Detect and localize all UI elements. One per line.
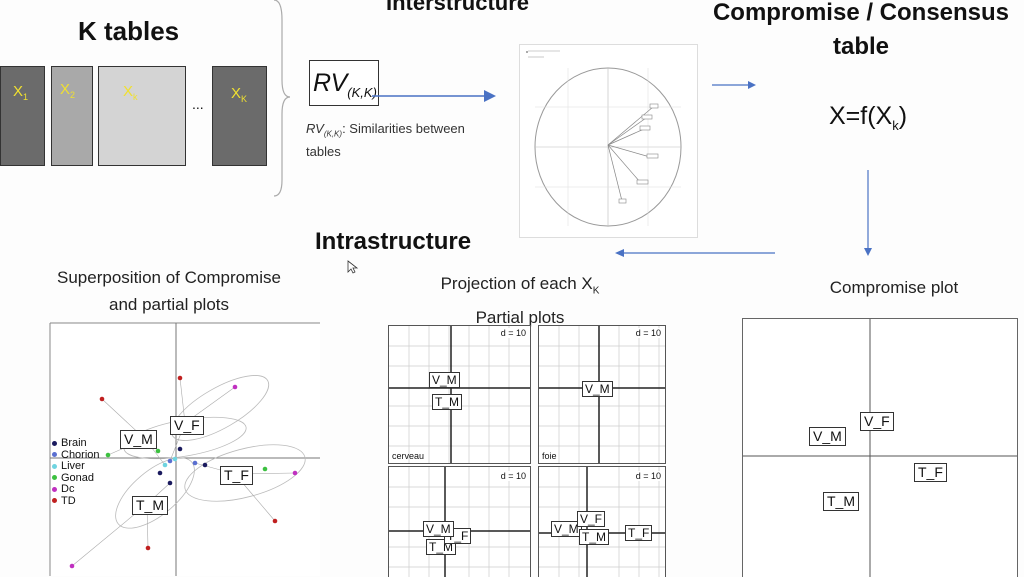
table-xk-label: Xk [123, 83, 138, 102]
partial-plot-3: d = 10 T_M T_F V_M [388, 466, 531, 577]
superposition-plot: V_M V_F T_F T_M Brain Chorion Liver Gona… [49, 322, 320, 576]
projection-caption-line2: Partial plots [475, 308, 565, 328]
partial-plot-4: d = 10 V_M V_F T_M T_F [538, 466, 666, 577]
compromise-formula: X=f(Xk) [829, 102, 908, 133]
superposition-label-tm: T_M [132, 496, 168, 515]
compromise-title-line1: Compromise / Consensus [712, 0, 1010, 26]
table-x1-label: X1 [13, 83, 29, 102]
superposition-label-vf: V_F [170, 416, 204, 435]
table-xK-label: XK [231, 85, 248, 104]
partial-plot-1-scale: d = 10 [500, 328, 526, 338]
arrow-to-intrastructure [615, 249, 775, 257]
partial-plot-3-scale: d = 10 [500, 471, 526, 481]
interstructure-plot [519, 44, 698, 238]
projection-caption: Projection of each XK Partial plots [400, 270, 640, 331]
table-x1: X1 [0, 66, 45, 166]
table-x2: X2 [51, 66, 93, 166]
partial-plot-1: d = 10 V_M T_M cerveau [388, 325, 531, 464]
partial-plot-2-scale: d = 10 [635, 328, 661, 338]
legend-item: Gonad [52, 472, 100, 485]
table-xK: XK [212, 66, 267, 166]
compromise-label-tf: T_F [914, 463, 947, 482]
partial-label-tm: T_M [579, 529, 609, 545]
table-xk: Xk [98, 66, 186, 166]
superposition-caption-line2: and partial plots [108, 295, 230, 314]
partial-label-vm: V_M [582, 381, 613, 397]
partial-label-vm: V_M [551, 521, 582, 537]
partial-label-tm: T_M [432, 394, 462, 410]
compromise-label-vf: V_F [860, 412, 894, 431]
projection-caption-line1: Projection of each XK [440, 274, 600, 297]
superposition-legend: Brain Chorion Liver Gonad Dc TD [52, 437, 100, 508]
compromise-plot-caption: Compromise plot [829, 278, 959, 297]
compromise-label-tm: T_M [823, 492, 859, 511]
arrow-interstructure-to-compromise [712, 81, 756, 89]
compromise-title-line2: table [832, 33, 889, 60]
compromise-label-vm: V_M [809, 427, 846, 446]
arrow-rv-to-interstructure [372, 90, 496, 102]
superposition-label-vm: V_M [120, 430, 157, 449]
superposition-caption-line1: Superposition of Compromise [57, 268, 281, 287]
partial-label-vf: V_F [577, 511, 606, 527]
compromise-plot: V_M V_F T_F T_M [742, 318, 1018, 577]
arrow-compromise-down [864, 170, 872, 256]
tables-ellipsis: ... [192, 96, 204, 112]
cursor-icon [347, 260, 359, 274]
brace-icon [273, 0, 291, 197]
legend-item: Chorion [52, 449, 100, 462]
partial-plot-2-name: foie [542, 451, 557, 461]
k-tables-title: K tables [78, 16, 180, 46]
superposition-label-tf: T_F [220, 466, 253, 485]
legend-item: Liver [52, 460, 100, 473]
partial-plot-1-name: cerveau [392, 451, 425, 461]
rv-box: RV(K,K) [309, 60, 379, 106]
superposition-caption: Superposition of Compromise and partial … [24, 264, 314, 318]
table-x2-label: X2 [60, 81, 76, 100]
partial-label-vm: V_M [429, 372, 460, 388]
compromise-title: Compromise / Consensus table [696, 0, 1024, 64]
partial-plot-2: d = 10 V_M foie [538, 325, 666, 464]
partial-label-tf: T_F [625, 525, 653, 541]
rv-description: RV(K,K): Similarities between tables [306, 121, 465, 159]
partial-label-vm: V_M [423, 521, 454, 537]
partial-plot-4-scale: d = 10 [635, 471, 661, 481]
legend-item: Dc [52, 483, 100, 496]
legend-item: Brain [52, 437, 100, 450]
legend-item: TD [52, 495, 100, 508]
interstructure-title: Interstructure [386, 0, 530, 15]
intrastructure-title: Intrastructure [315, 228, 472, 255]
